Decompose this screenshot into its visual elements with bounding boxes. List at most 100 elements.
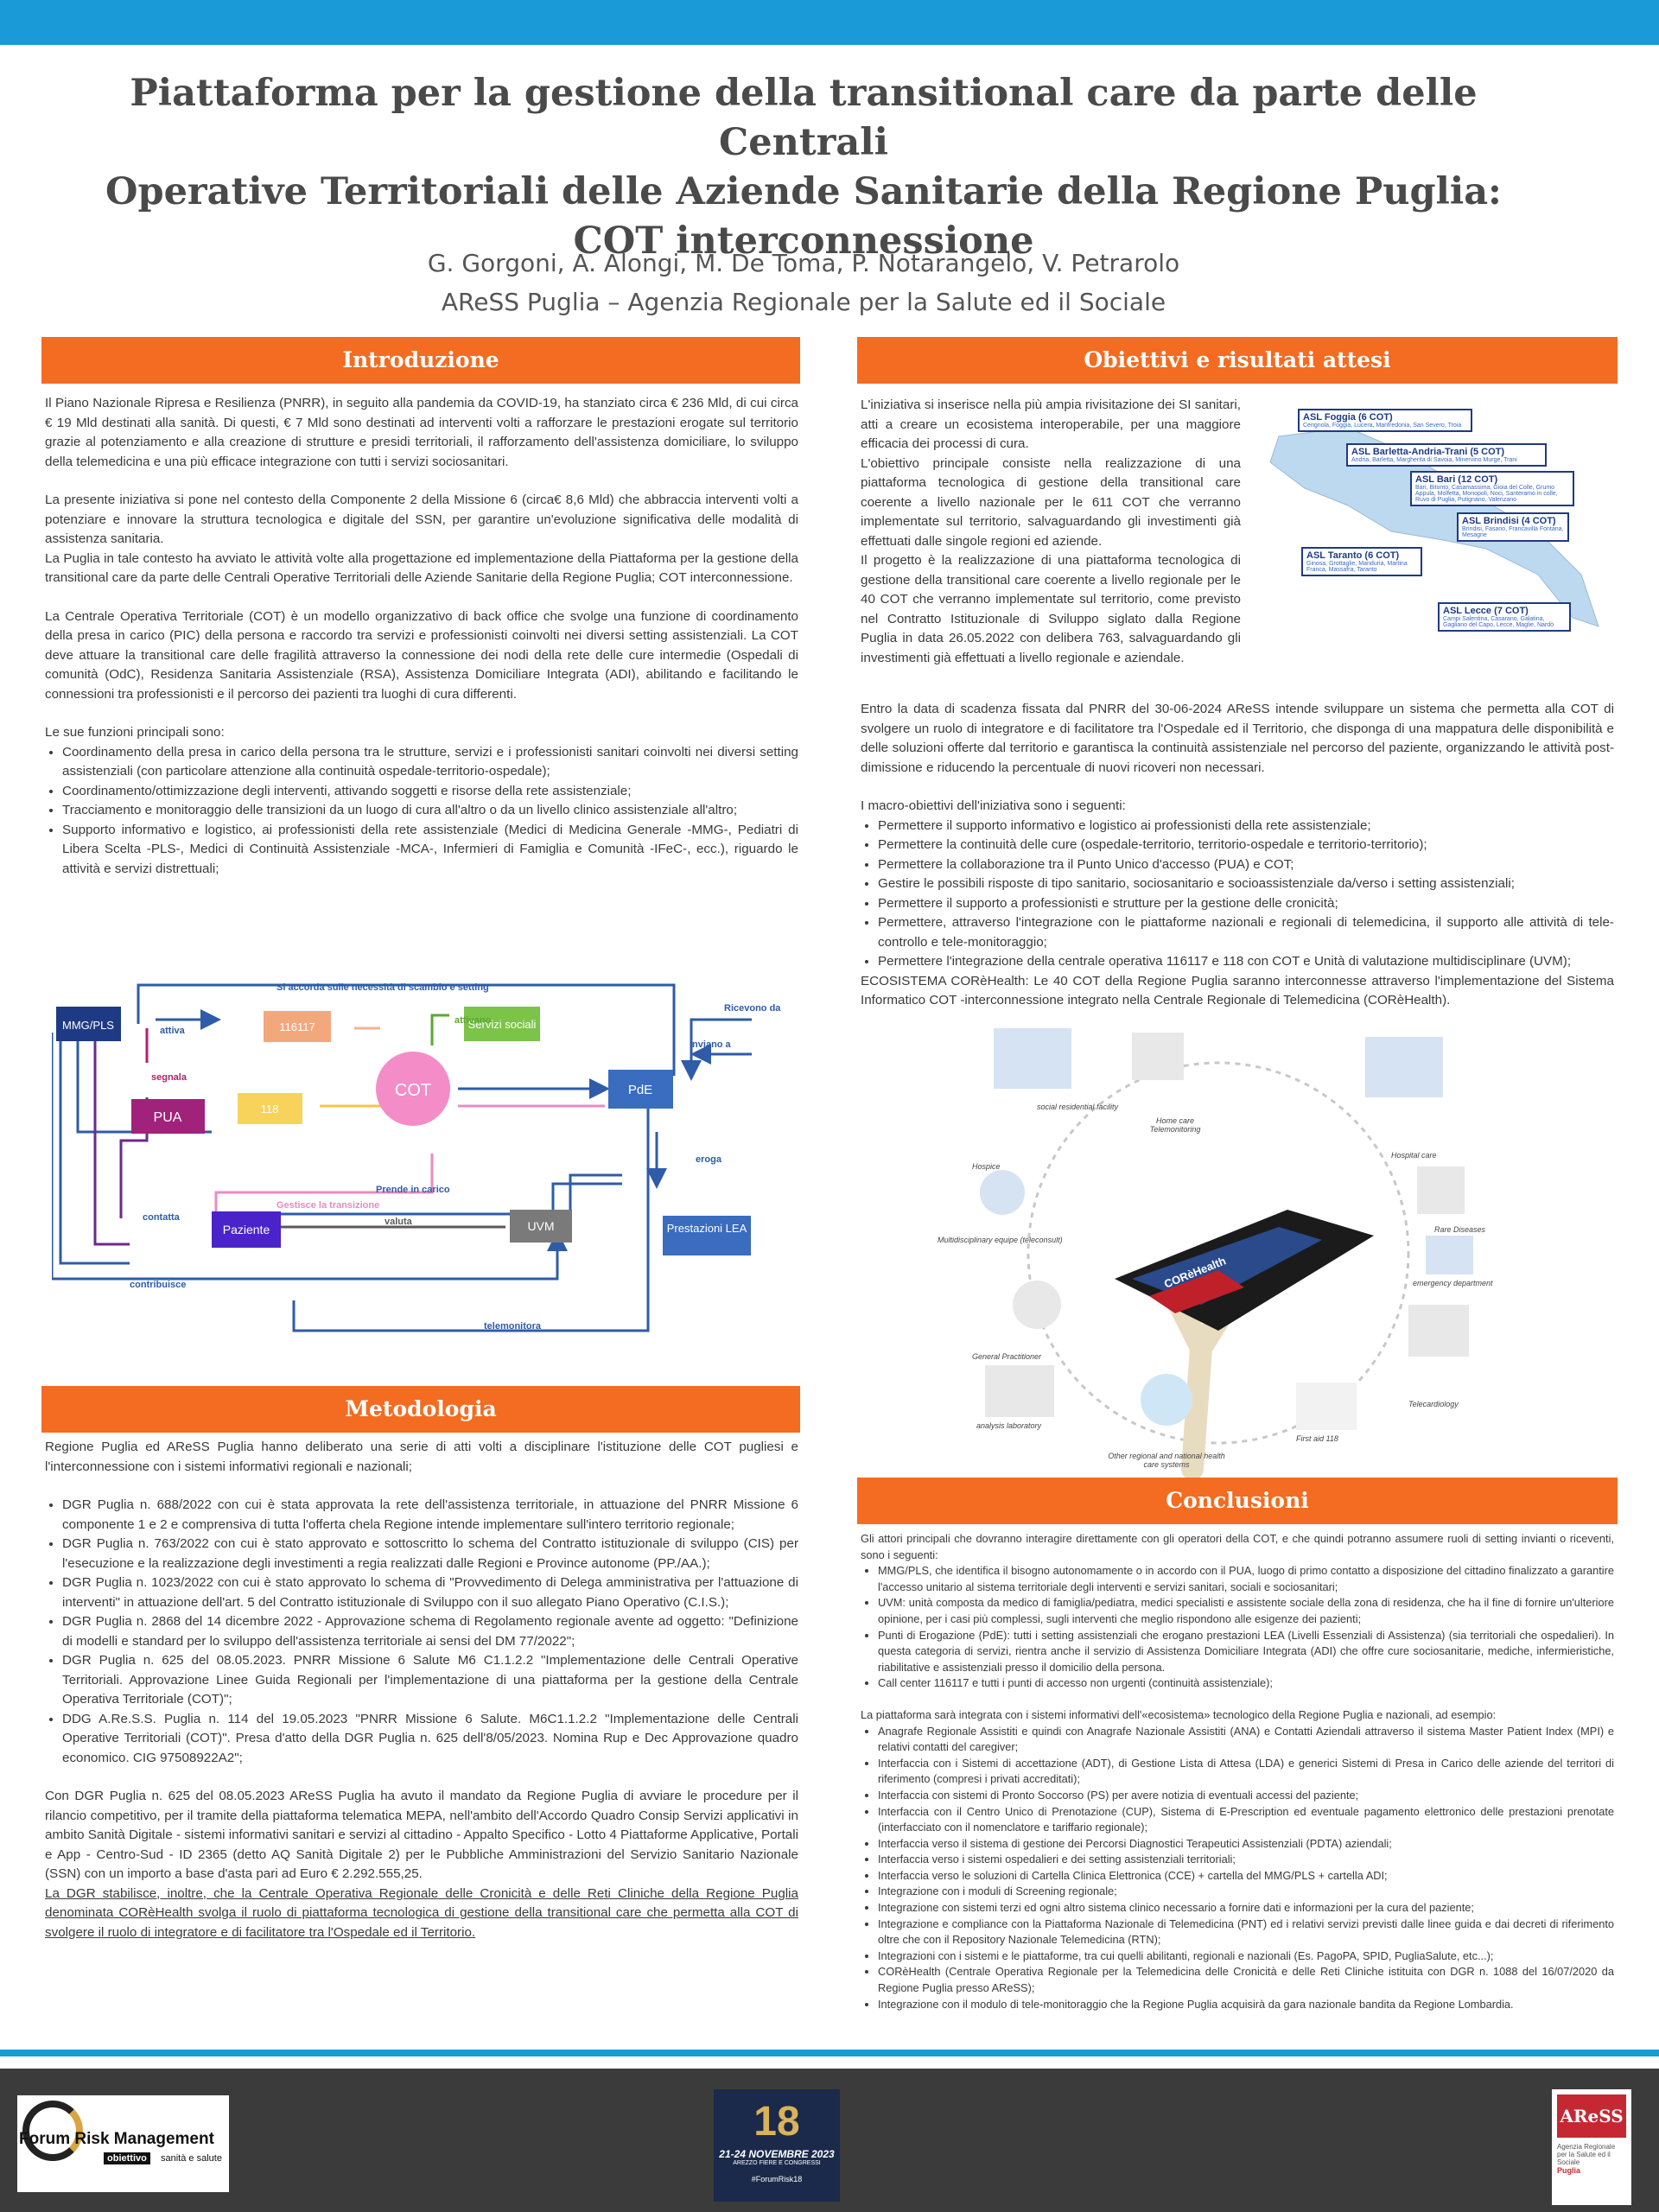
map-callout: ASL Bari (12 COT) Bari, Bitonto, Casamas… — [1410, 471, 1574, 506]
label-accorda: Si accorda sulle necessità di scambio e … — [276, 982, 489, 993]
list-item: Coordinamento della presa in carico dell… — [62, 743, 798, 782]
eco-label: General Practitioner — [972, 1352, 1042, 1361]
eco-label: Hospital care — [1391, 1151, 1437, 1160]
eco-label: Rare Diseases — [1434, 1225, 1486, 1234]
list-item: Integrazione con il modulo di tele-monit… — [878, 1997, 1614, 2013]
label-attiva: attiva — [160, 1026, 186, 1036]
list-item: UVM: unità composta da medico di famigli… — [878, 1595, 1614, 1627]
list-item: CORèHealth (Centrale Operativa Regionale… — [878, 1964, 1614, 1996]
label-segnala: segnala — [151, 1072, 188, 1083]
metodologia-bullet-list: DGR Puglia n. 688/2022 con cui è stata a… — [45, 1496, 798, 1768]
intro-bullet-list: Coordinamento della presa in carico dell… — [45, 743, 798, 880]
list-item: DGR Puglia n. 1023/2022 con cui è stato … — [62, 1573, 798, 1612]
label-attivano: attivano — [454, 1015, 491, 1026]
list-item: DGR Puglia n. 625 del 08.05.2023. PNRR M… — [62, 1651, 798, 1710]
servizi-node — [464, 1007, 540, 1041]
list-item: DGR Puglia n. 763/2022 con cui è stato a… — [62, 1535, 798, 1573]
list-item: Interfaccia con sistemi di Pronto Soccor… — [878, 1788, 1614, 1804]
conclusioni-paragraph: La piattaforma sarà integrata con i sist… — [861, 1707, 1497, 1721]
affiliation: AReSS Puglia – Agenzia Regionale per la … — [441, 288, 1166, 316]
aress-region: Puglia — [1557, 2166, 1581, 2175]
frm-tag: obiettivo — [104, 2152, 150, 2164]
obiettivi-heading: Obiettivi e risultati attesi — [857, 337, 1618, 384]
event-number: 18 — [753, 2099, 800, 2145]
label-contatta: contatta — [143, 1212, 181, 1223]
metodologia-paragraph: Con DGR Puglia n. 625 del 08.05.2023 ARe… — [45, 1789, 798, 1881]
label-telemonitora: telemonitora — [484, 1321, 542, 1332]
list-item: Permettere, attraverso l'integrazione co… — [878, 913, 1614, 952]
conclusioni-integration-list: Anagrafe Regionale Assistiti e quindi co… — [861, 1724, 1614, 2013]
list-item: Tracciamento e monitoraggio delle transi… — [62, 801, 798, 821]
intro-heading: Introduzione — [41, 337, 800, 384]
metodologia-heading: Metodologia — [41, 1386, 800, 1433]
metodologia-underlined-paragraph: La DGR stabilisce, inoltre, che la Centr… — [45, 1885, 798, 1940]
list-item: Gestire le possibili risposte di tipo sa… — [878, 874, 1614, 894]
list-item: Permettere il supporto informativo e log… — [878, 817, 1614, 836]
forum-event-logo: 18 21-24 NOVEMBRE 2023 AREZZO FIERE E CO… — [714, 2089, 840, 2202]
list-item: Interfaccia verso le soluzioni di Cartel… — [878, 1868, 1614, 1885]
intro-paragraph: Il Piano Nazionale Ripresa e Resilienza … — [45, 396, 798, 469]
cot-flow-diagram: MMG/PLS PUA Paziente COT PdE UVM Servizi… — [52, 982, 781, 1332]
eco-label: Other regional and national health care … — [1108, 1452, 1225, 1469]
frm-emblem-icon — [22, 2101, 83, 2161]
intro-paragraph: La Puglia in tale contesto ha avviato le… — [45, 550, 798, 586]
list-item: Anagrafe Regionale Assistiti e quindi co… — [878, 1724, 1614, 1756]
mmg-node — [56, 1007, 121, 1041]
map-callout: ASL Barletta-Andria-Trani (5 COT) Andria… — [1346, 443, 1547, 467]
list-item: Interfaccia verso il sistema di gestione… — [878, 1836, 1614, 1853]
list-item: Permettere la collaborazione tra il Punt… — [878, 855, 1614, 875]
list-item: Integrazione con i moduli di Screening r… — [878, 1884, 1614, 1900]
event-place: AREZZO FIERE E CONGRESSI — [733, 2160, 821, 2166]
obiettivi-body-bottom: Entro la data di scadenza fissata dal PN… — [861, 700, 1614, 1011]
obiettivi-paragraph: Entro la data di scadenza fissata dal PN… — [861, 702, 1614, 775]
116117-node — [264, 1011, 331, 1042]
event-dates: 21-24 NOVEMBRE 2023 — [719, 2148, 835, 2160]
label-valuta: valuta — [385, 1217, 413, 1227]
eco-label: social residential facility — [1037, 1103, 1119, 1111]
list-item: Punti di Erogazione (PdE): tutti i setti… — [878, 1628, 1614, 1676]
top-color-bar — [0, 0, 1659, 45]
pde-label: PdE — [628, 1083, 652, 1097]
obiettivi-paragraph: Il progetto è la realizzazione di una pi… — [861, 553, 1241, 665]
eco-label: Telecardiology — [1408, 1400, 1459, 1408]
eco-label: analysis laboratory — [976, 1421, 1042, 1430]
list-item: DGR Puglia n. 2868 del 14 dicembre 2022 … — [62, 1612, 798, 1651]
puglia-cot-map: ASL Foggia (6 COT) Cerignola, Foggia, Lu… — [1253, 402, 1616, 661]
118-label: 118 — [261, 1103, 279, 1116]
label-gestisce: Gestisce la transizione — [276, 1200, 379, 1211]
list-item: Permettere il supporto a professionisti … — [878, 894, 1614, 914]
metodologia-intro: Regione Puglia ed AReSS Puglia hanno del… — [45, 1440, 798, 1474]
list-item: Permettere l'integrazione della centrale… — [878, 952, 1614, 972]
title-line-1: Piattaforma per la gestione della transi… — [130, 72, 1478, 164]
cot-node — [376, 1052, 450, 1126]
eco-label: Multidisciplinary equipe (teleconsult) — [938, 1236, 1063, 1244]
eco-label: Home care Telemonitoring — [1149, 1116, 1201, 1134]
pde-node — [608, 1070, 673, 1109]
label-eroga: eroga — [696, 1154, 722, 1165]
ecosystem-illustration: CORèHealth social residential facility H… — [933, 1020, 1503, 1478]
list-item: Integrazioni con i sistemi e le piattafo… — [878, 1948, 1614, 1965]
obiettivi-paragraph: ECOSISTEMA CORèHealth: Le 40 COT della R… — [861, 973, 1614, 1008]
label-contribuisce: contribuisce — [130, 1280, 186, 1290]
list-item: Permettere la continuità delle cure (osp… — [878, 836, 1614, 855]
prestazioni-label: Prestazioni LEA — [667, 1222, 747, 1235]
metodologia-body: Regione Puglia ed AReSS Puglia hanno del… — [45, 1438, 798, 1942]
map-callout: ASL Taranto (6 COT) Ginosa, Grottaglie, … — [1301, 547, 1422, 576]
list-item: Interfaccia con il Centro Unico di Preno… — [878, 1804, 1614, 1836]
frm-tag2: sanità e salute — [161, 2153, 222, 2164]
list-item: Integrazione e compliance con la Piattaf… — [878, 1916, 1614, 1948]
obiettivi-body-top: L'iniziativa si inserisce nella più ampi… — [861, 396, 1241, 668]
list-item: Interfaccia con i Sistemi di accettazion… — [878, 1756, 1614, 1788]
label-prende: Prende in carico — [376, 1185, 450, 1195]
conclusioni-body: Gli attori principali che dovranno inter… — [861, 1531, 1614, 2012]
eco-label: Hospice — [972, 1162, 1001, 1171]
obiettivi-paragraph: L'obiettivo principale consiste nella re… — [861, 455, 1241, 549]
map-callout: ASL Foggia (6 COT) Cerignola, Foggia, Lu… — [1298, 409, 1472, 432]
list-item: DDG A.Re.S.S. Puglia n. 114 del 19.05.20… — [62, 1710, 798, 1769]
116117-label: 116117 — [279, 1020, 315, 1033]
aress-name: AReSS — [1557, 2094, 1626, 2138]
pua-label: PUA — [154, 1110, 182, 1125]
eco-label: emergency department — [1413, 1279, 1493, 1287]
servizi-label: Servizi sociali — [468, 1018, 537, 1031]
aress-sub: Agenzia Regionale per la Salute ed il So… — [1557, 2143, 1616, 2166]
